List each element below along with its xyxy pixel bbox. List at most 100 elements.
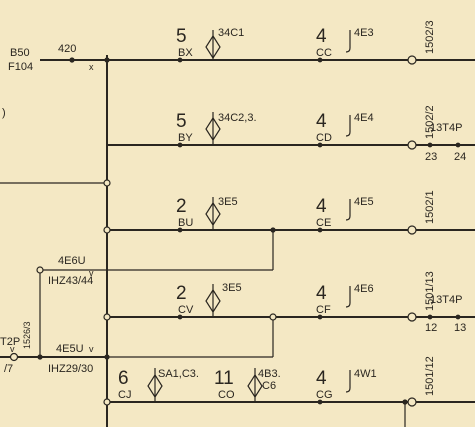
label-f104: F104 [8,61,33,73]
relay-4-contact-icon [205,288,221,314]
coil-4-hook [345,286,351,308]
junction-dot [317,314,323,320]
row-1-number: 5 [176,26,187,47]
junction-dot [427,314,433,320]
row-3-number: 2 [176,196,187,217]
label-1526: 1526/3 [22,321,32,349]
row-3-coil-code: CE [316,217,331,229]
terminal-ring [407,55,417,65]
coil-2-hook [345,115,351,137]
coil-1-hook [345,30,351,53]
label-ihz29: IHZ29/30 [48,363,93,375]
junction-ring [103,398,111,406]
row-5-relay-2: 4B3. [258,368,281,380]
row-1-coil-ref: 4E3 [354,27,374,39]
junction-ring [103,179,111,187]
row-4-code: CV [178,304,194,316]
junction-dot [69,57,75,63]
terminal-ring [407,312,417,322]
row-1-terminal: 1502/3 [424,20,436,54]
relay-5b-contact-icon [247,373,263,399]
row-4-coil-number: 4 [316,283,327,304]
row-4-pin-a: 12 [425,322,437,334]
row-4-terminal: 1501/13 [424,271,436,311]
row-4-relay: 3E5 [222,282,242,294]
junction-ring [269,313,277,321]
row-3-coil-ref: 4E5 [354,196,374,208]
label-wire-420: 420 [58,43,76,55]
junction-dot [317,57,323,63]
row-4-strip: 13T4P [430,294,462,306]
label-v3: v [10,344,15,354]
row-4-pin-b: 13 [454,322,466,334]
junction-ring [103,313,111,321]
label-b50: B50 [10,47,30,59]
row-1-coil-code: CC [316,47,332,59]
row-5-number-2: 11 [214,368,234,389]
relay-3-contact-icon [205,201,221,227]
row-5-relay: SA1,C3. [158,368,199,380]
row-3-terminal: 1502/1 [424,190,436,224]
row-4-coil-ref: 4E6 [354,283,374,295]
row-4-coil-code: CF [316,304,331,316]
row-3-code: BU [178,217,193,229]
relay-1-contact-icon [205,34,221,60]
row-2-coil-ref: 4E4 [354,112,374,124]
junction-dot [104,57,110,63]
row-2-pin-a: 23 [425,151,437,163]
row-5-coil-number: 4 [316,368,327,389]
terminal-ring [407,140,417,150]
row-1-coil-number: 4 [316,26,327,47]
row-4-number: 2 [176,283,187,304]
row-2-code: BY [178,132,193,144]
junction-dot [37,354,43,360]
row-2-relay: 34C2,3. [218,112,257,124]
relay-5a-contact-icon [147,373,163,399]
label-paren: ) [2,107,6,119]
junction-dot [177,142,183,148]
junction-dot [427,142,433,148]
label-slash7: /7 [4,363,13,375]
junction-ring [36,266,44,274]
row-5-terminal: 1501/12 [424,356,436,396]
label-4e5u: 4E5U [56,343,84,355]
junction-dot [317,142,323,148]
label-4e6u: 4E6U [58,255,86,267]
junction-dot [177,227,183,233]
relay-2-contact-icon [205,116,221,142]
terminal-ring [407,225,417,235]
row-2-strip: 13T4P [430,122,462,134]
label-v1: v [89,268,94,278]
junction-dot [402,399,408,405]
row-5-code-2b: C6 [262,380,276,392]
row-2-coil-number: 4 [316,111,327,132]
row-2-pin-b: 24 [454,151,466,163]
junction-dot [317,399,323,405]
row-2-terminal: 1502/2 [424,105,436,139]
row-5-code-2: CO [218,389,235,401]
junction-dot [455,142,461,148]
row-3-coil-number: 4 [316,196,327,217]
coil-3-hook [345,199,351,221]
row-2-coil-code: CD [316,132,332,144]
junction-dot [177,314,183,320]
label-v2: v [89,344,94,354]
junction-dot [455,314,461,320]
junction-ring [103,226,111,234]
terminal-ring [9,352,19,362]
label-ihz43: IHZ43/44 [48,275,93,287]
junction-dot [104,354,110,360]
row-5-number: 6 [118,368,129,389]
row-2-number: 5 [176,111,187,132]
row-5-coil-ref: 4W1 [354,368,377,380]
row-1-relay: 34C1 [218,27,244,39]
junction-dot [270,227,276,233]
row-3-relay: 3E5 [218,196,238,208]
row-5-code: CJ [118,389,131,401]
label-t2p: T2P [0,336,20,348]
junction-dot [177,57,183,63]
label-x: x [89,62,94,72]
row-5-coil-code: CG [316,389,333,401]
